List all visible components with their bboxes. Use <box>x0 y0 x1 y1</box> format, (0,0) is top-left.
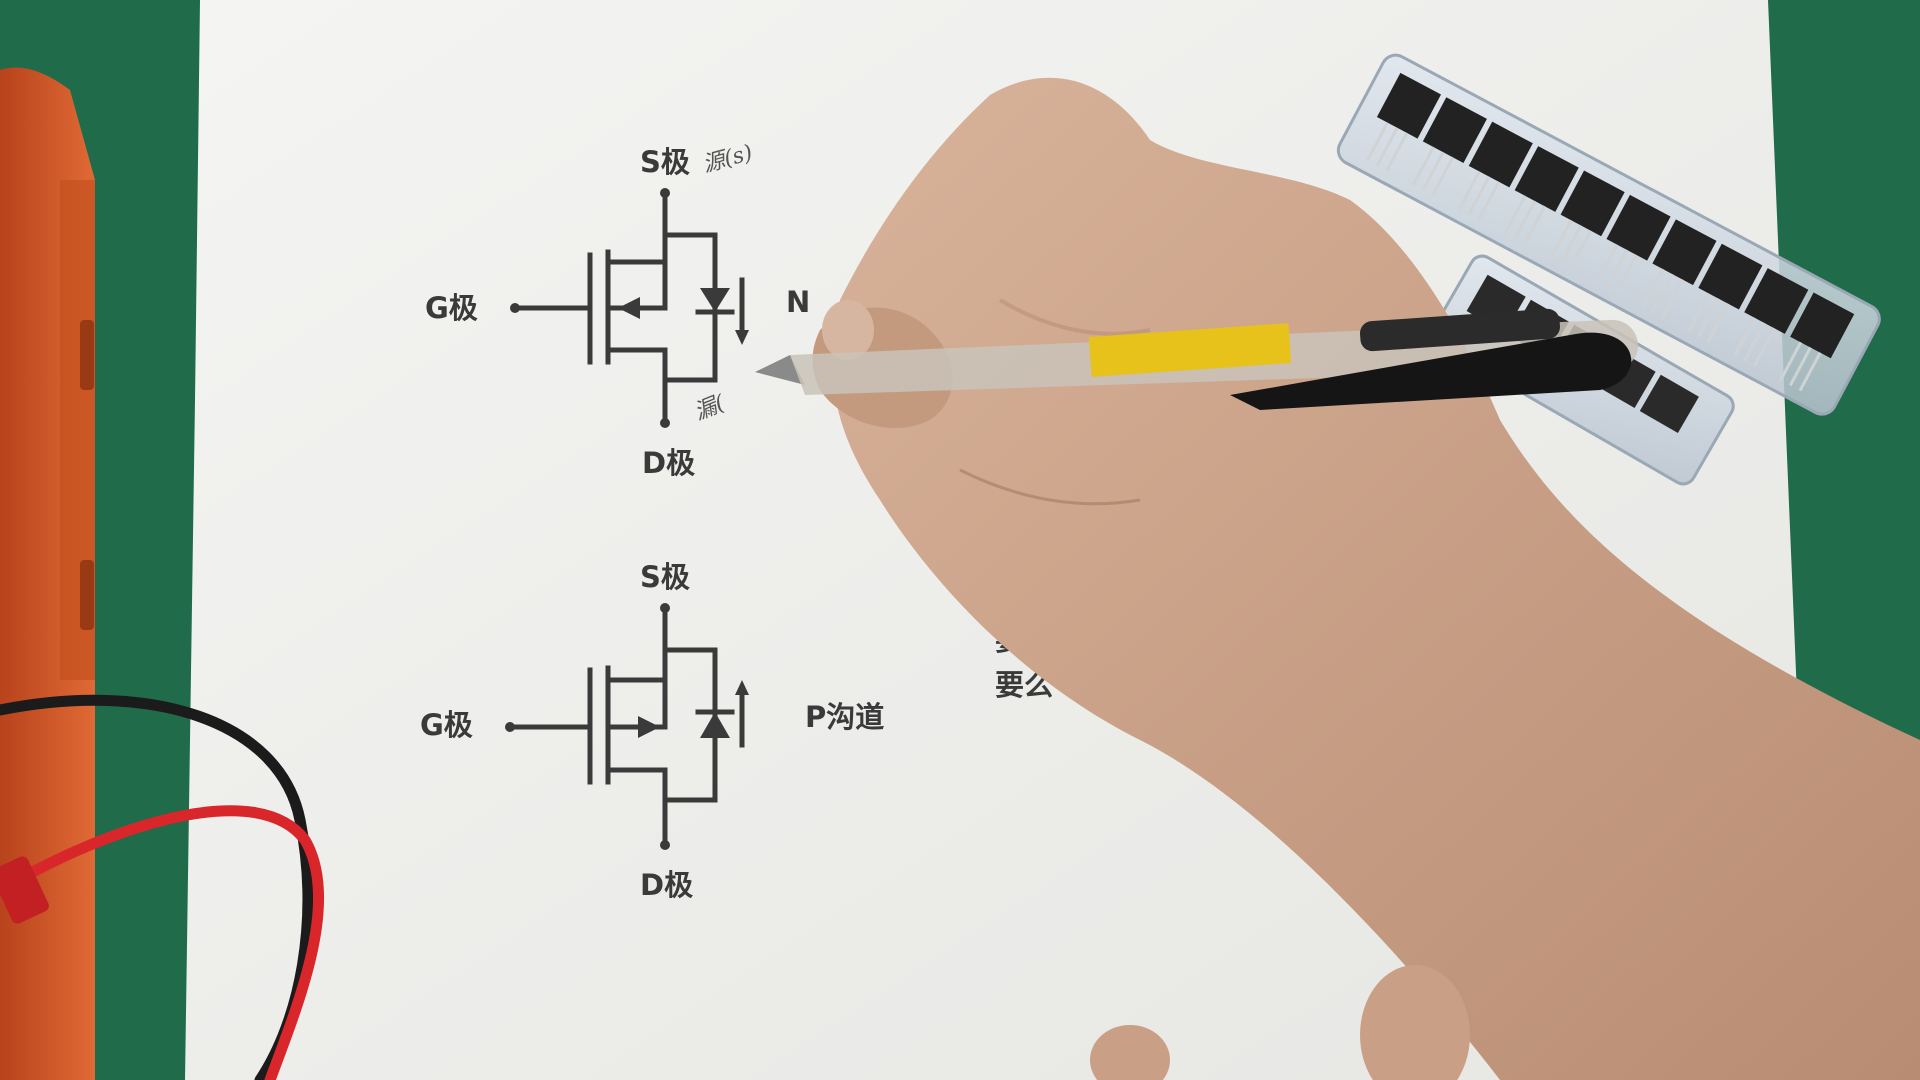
p-channel-mosfet-symbol <box>505 603 749 850</box>
n-channel-mosfet-symbol <box>510 188 749 428</box>
p-drain-label: D极 <box>640 868 693 902</box>
transistor-tray <box>1336 53 1881 416</box>
n-channel-label: N <box>786 285 810 319</box>
pen <box>755 308 1639 410</box>
p-gate-label: G极 <box>420 708 473 742</box>
probe-wires <box>0 694 325 1080</box>
n-drain-label: D极 <box>642 446 695 480</box>
multimeter <box>0 67 95 1080</box>
p-channel-label: P沟道 <box>805 700 884 734</box>
n-source-label: S极 <box>640 145 690 179</box>
hand <box>812 77 1920 1080</box>
n-gate-label: G极 <box>425 291 478 325</box>
p-source-label: S极 <box>640 560 690 594</box>
